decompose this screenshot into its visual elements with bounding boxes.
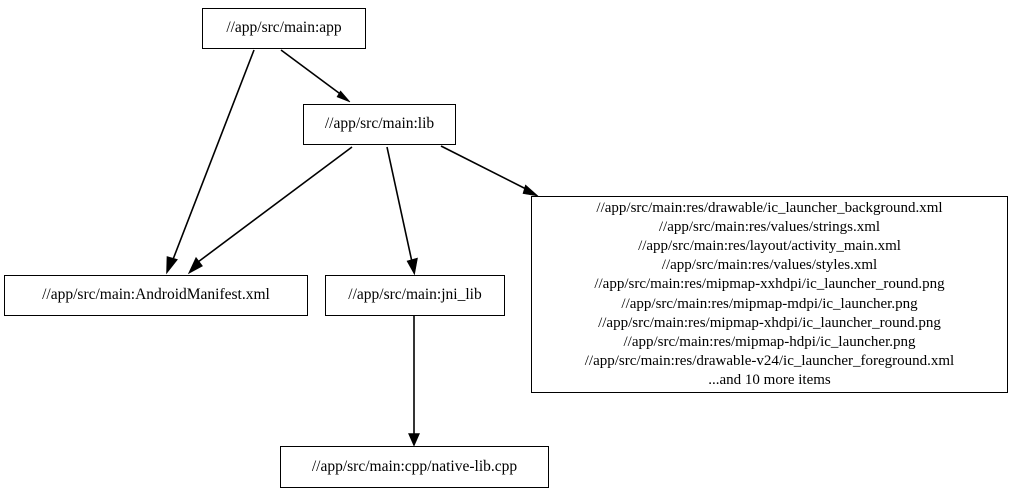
graph-node-resources-label: //app/src/main:res/drawable/ic_launcher_…	[585, 199, 954, 389]
graph-node-resources[interactable]: //app/src/main:res/drawable/ic_launcher_…	[531, 196, 1008, 393]
resource-line: //app/src/main:res/drawable/ic_launcher_…	[596, 200, 943, 217]
edge-jni-lib-to-native-lib	[408, 316, 420, 447]
resource-line: //app/src/main:res/mipmap-mdpi/ic_launch…	[621, 295, 918, 312]
resource-line: //app/src/main:res/mipmap-xhdpi/ic_launc…	[598, 314, 941, 331]
resource-line-more-items: ...and 10 more items	[708, 371, 831, 388]
edge-lib-to-resources	[440, 145, 539, 197]
graph-node-app[interactable]: //app/src/main:app	[202, 8, 366, 49]
resource-line: //app/src/main:res/mipmap-xxhdpi/ic_laun…	[594, 276, 945, 293]
graph-node-lib[interactable]: //app/src/main:lib	[303, 104, 456, 145]
graph-node-jni-lib[interactable]: //app/src/main:jni_lib	[325, 275, 505, 316]
edge-app-to-manifest	[166, 49, 255, 275]
resource-line: //app/src/main:res/layout/activity_main.…	[638, 238, 901, 255]
edge-lib-to-manifest	[187, 146, 353, 275]
resource-line: //app/src/main:res/drawable-v24/ic_launc…	[584, 352, 955, 369]
graph-node-android-manifest-label: //app/src/main:AndroidManifest.xml	[42, 286, 270, 304]
graph-node-android-manifest[interactable]: //app/src/main:AndroidManifest.xml	[4, 275, 308, 316]
edge-app-to-lib	[280, 49, 351, 103]
graph-node-jni-lib-label: //app/src/main:jni_lib	[348, 286, 482, 304]
graph-node-native-lib-cpp[interactable]: //app/src/main:cpp/native-lib.cpp	[280, 446, 549, 488]
edge-lib-to-jni-lib	[386, 146, 418, 276]
resource-line: //app/src/main:res/values/styles.xml	[661, 257, 878, 274]
graph-node-app-label: //app/src/main:app	[226, 19, 342, 37]
graph-node-native-lib-cpp-label: //app/src/main:cpp/native-lib.cpp	[311, 457, 518, 475]
graph-node-lib-label: //app/src/main:lib	[324, 115, 435, 133]
resource-line: //app/src/main:res/mipmap-hdpi/ic_launch…	[623, 333, 916, 350]
resource-line: //app/src/main:res/values/strings.xml	[658, 219, 881, 236]
